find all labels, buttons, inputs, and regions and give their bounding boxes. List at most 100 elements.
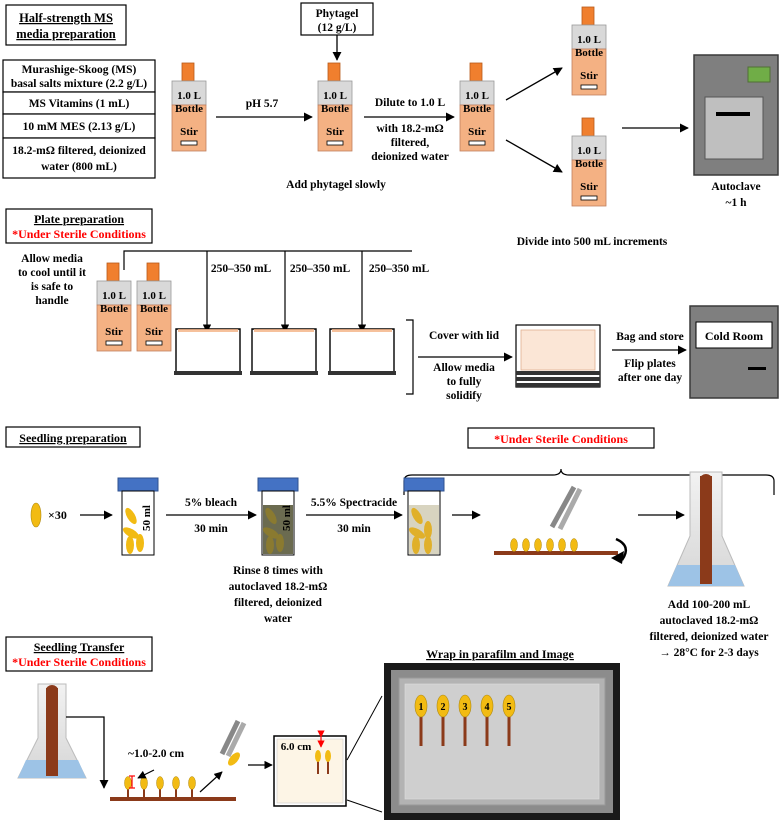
phytagel-box (300, 2, 374, 36)
flask-2 (17, 683, 87, 779)
cold-room: Cold Room (689, 305, 779, 399)
flask-1-seedling (700, 476, 712, 584)
flip-arrow-icon (615, 537, 628, 561)
add-water-line2: autoclaved 18.2-mΩ (660, 615, 759, 627)
ingredient-ms-line1: Murashige-Skoog (MS) (22, 64, 137, 76)
section1-title-line2: media preparation (16, 27, 115, 41)
rinse-line4: water (264, 613, 292, 625)
ingredient-vitamins: MS Vitamins (1 mL) (29, 98, 130, 110)
section3-title: Seedling preparation (19, 431, 127, 445)
section3-sterile: *Under Sterile Conditions (494, 432, 628, 446)
rinse-line3: filtered, deionized (234, 597, 323, 609)
bottle-label: Bottle (140, 303, 168, 315)
dilute-with-line1: with 18.2-mΩ (376, 123, 443, 135)
section-media-preparation: Half-strength MS media preparation Muras… (2, 2, 779, 248)
tube-3 (403, 477, 445, 556)
tweezers-icon (549, 485, 577, 529)
solidify-line2: to fully (447, 376, 482, 388)
spacing-label: ~1.0-2.0 cm (128, 748, 185, 760)
seed-plating (494, 485, 628, 564)
spectracide-time: 30 min (337, 523, 371, 535)
section4-title: Seedling Transfer (34, 640, 125, 654)
plate-3 (328, 328, 396, 375)
bottle-label: Bottle (575, 158, 603, 170)
stir-bar-icon (105, 340, 123, 346)
bottle-label: Bottle (175, 103, 203, 115)
cool-line1: Allow media (21, 253, 83, 265)
autoclave-handle (716, 112, 750, 116)
seedling-number: 1 (419, 702, 424, 713)
seed-icon (140, 776, 148, 790)
pour-volume-2: 250–350 mL (290, 263, 351, 275)
dilute-with-line3: deionized water (371, 151, 449, 163)
add-water-line4: → 28°C for 2-3 days (659, 647, 759, 659)
section3-sterile-box (467, 427, 655, 449)
sterile-bracket (403, 468, 775, 495)
seed-icon (522, 538, 530, 552)
add-phytagel-label: Add phytagel slowly (286, 179, 386, 191)
spacing-pointer (137, 769, 155, 779)
seed-icon (546, 538, 554, 552)
bottle-stir: Stir (145, 326, 163, 338)
bleach-label: 5% bleach (185, 497, 238, 509)
bottle-volume: 1.0 L (177, 90, 201, 102)
arrow-divide-down (505, 139, 563, 173)
cold-room-handle (748, 367, 766, 370)
ingredient-ms-line2: basal salts mixture (2.2 g/L) (11, 78, 147, 90)
bottle-volume: 1.0 L (323, 90, 347, 102)
cold-room-label: Cold Room (705, 329, 763, 343)
autoclave-time: ~1 h (725, 197, 747, 209)
section3-title-box (5, 426, 141, 448)
plate-2 (250, 328, 318, 375)
arrow-flask-to-stick (66, 716, 109, 789)
section1-title-box (5, 4, 127, 46)
add-water-line3: filtered, deionized water (650, 631, 769, 643)
spectracide-label: 5.5% Spectracide (311, 497, 397, 509)
cool-line3: is safe to (31, 281, 73, 293)
bottle-stir: Stir (580, 70, 598, 82)
bottle-label: Bottle (100, 303, 128, 315)
stir-bar-icon (468, 140, 486, 146)
section2-sterile: *Under Sterile Conditions (12, 227, 146, 241)
bottle-volume: 1.0 L (577, 145, 601, 157)
bottle-volume: 1.0 L (142, 290, 166, 302)
section-seedling-preparation: Seedling preparation *Under Sterile Cond… (5, 426, 775, 659)
seed-icon (30, 502, 42, 528)
ingredient-list: Murashige-Skoog (MS) basal salts mixture… (2, 59, 156, 179)
bottle-label: Bottle (463, 103, 491, 115)
rinse-line2: autoclaved 18.2-mΩ (229, 581, 328, 593)
seedling-number: 2 (441, 702, 446, 713)
seed-icon (156, 776, 164, 790)
seed-icon (570, 538, 578, 552)
pour-line-top (123, 250, 412, 270)
seedling-number: 5 (507, 702, 512, 713)
plate-1 (174, 328, 242, 375)
stir-bar-icon (180, 140, 198, 146)
cover-label: Cover with lid (429, 330, 500, 342)
bottle-stir: Stir (580, 181, 598, 193)
section2-title-box (5, 208, 153, 244)
bottle-stir: Stir (468, 126, 486, 138)
stacked-plates (515, 324, 601, 388)
solidify-line3: solidify (446, 390, 482, 402)
phytagel-concentration: (12 g/L) (318, 22, 357, 34)
bottle-volume: 1.0 L (465, 90, 489, 102)
tube-2: 50 ml (257, 477, 299, 556)
ph-label: pH 5.7 (246, 98, 279, 110)
section2-title: Plate preparation (34, 212, 124, 226)
bottle-label: Bottle (321, 103, 349, 115)
divide-label: Divide into 500 mL increments (517, 236, 668, 248)
rinse-line1: Rinse 8 times with (233, 565, 323, 577)
seed-icon (558, 538, 566, 552)
seed-icon (534, 538, 542, 552)
bottle-label: Bottle (575, 47, 603, 59)
section1-title-line1: Half-strength MS (19, 11, 113, 25)
seedling-number: 3 (463, 702, 468, 713)
stir-bar-icon (580, 84, 598, 90)
flip-line1: Flip plates (624, 358, 676, 370)
